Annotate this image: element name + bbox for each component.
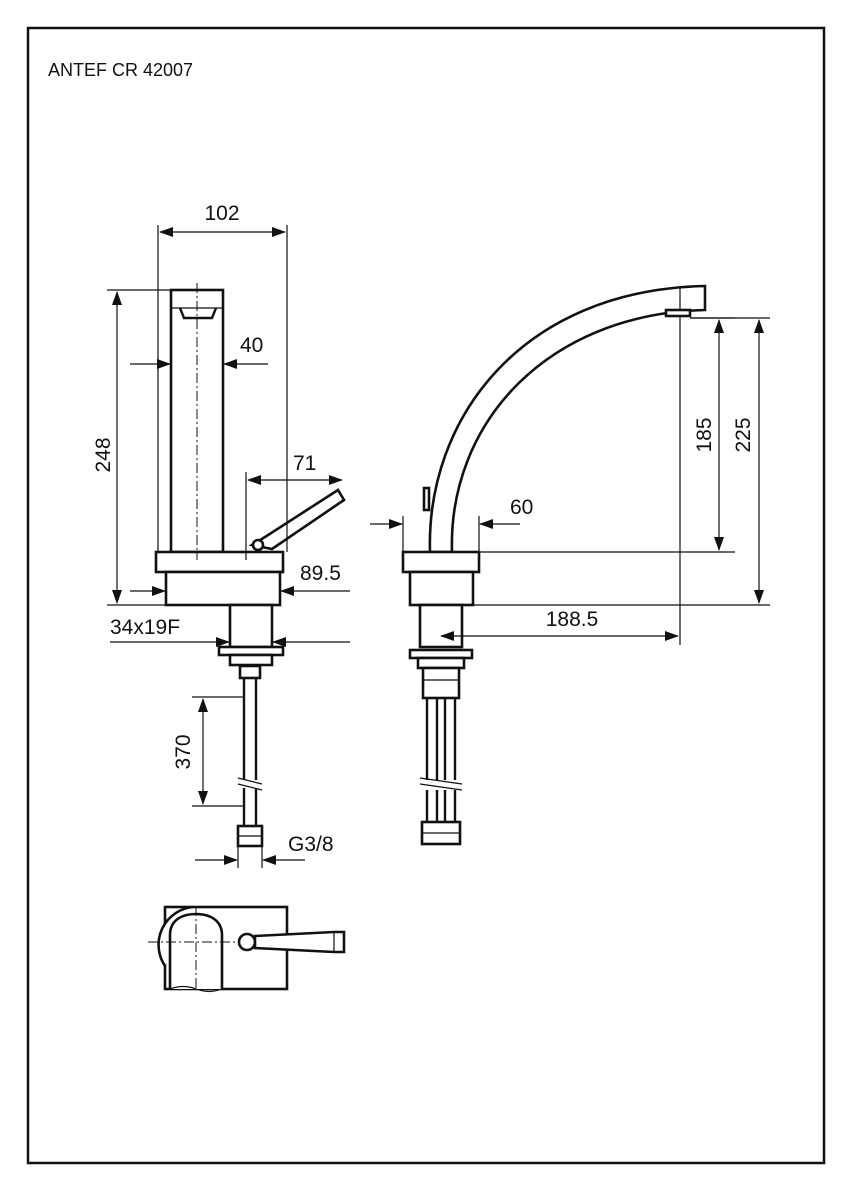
front-shank <box>228 603 274 649</box>
front-supply-hose <box>236 664 264 848</box>
dim-base-diameter: 89.5 <box>300 562 341 585</box>
dim-spout-top-height: 225 <box>732 417 755 452</box>
dim-hose-connector: G3/8 <box>288 833 334 856</box>
product-title: ANTEF CR 42007 <box>48 60 193 80</box>
dim-hose-length: 370 <box>172 734 195 769</box>
dim-spout-outlet-height: 185 <box>693 417 716 452</box>
dim-width-top: 102 <box>204 202 239 225</box>
front-base-block <box>154 550 285 574</box>
front-lever <box>248 488 346 551</box>
dim-lever-offset: 71 <box>293 452 316 475</box>
dim-height-total: 248 <box>92 437 115 472</box>
top-view <box>148 905 346 993</box>
top-lever-pivot <box>237 932 257 952</box>
dim-spout-reach: 188.5 <box>546 608 599 631</box>
dim-thread: 34x19F <box>110 616 180 639</box>
dim-spout-width: 40 <box>240 334 263 357</box>
drawing-frame <box>26 26 826 1165</box>
side-view: 60 185 225 188.5 <box>370 284 770 846</box>
side-base-ring <box>408 570 475 607</box>
dim-side-spout-width: 60 <box>510 496 533 519</box>
side-supply-hoses <box>408 648 474 846</box>
side-base-block <box>401 550 481 574</box>
top-lever-handle <box>253 930 346 954</box>
side-curved-spout <box>428 284 707 554</box>
front-view: 102 40 248 71 89.5 34x19F 370 G3/8 <box>92 202 350 868</box>
front-base-ring <box>164 570 282 607</box>
